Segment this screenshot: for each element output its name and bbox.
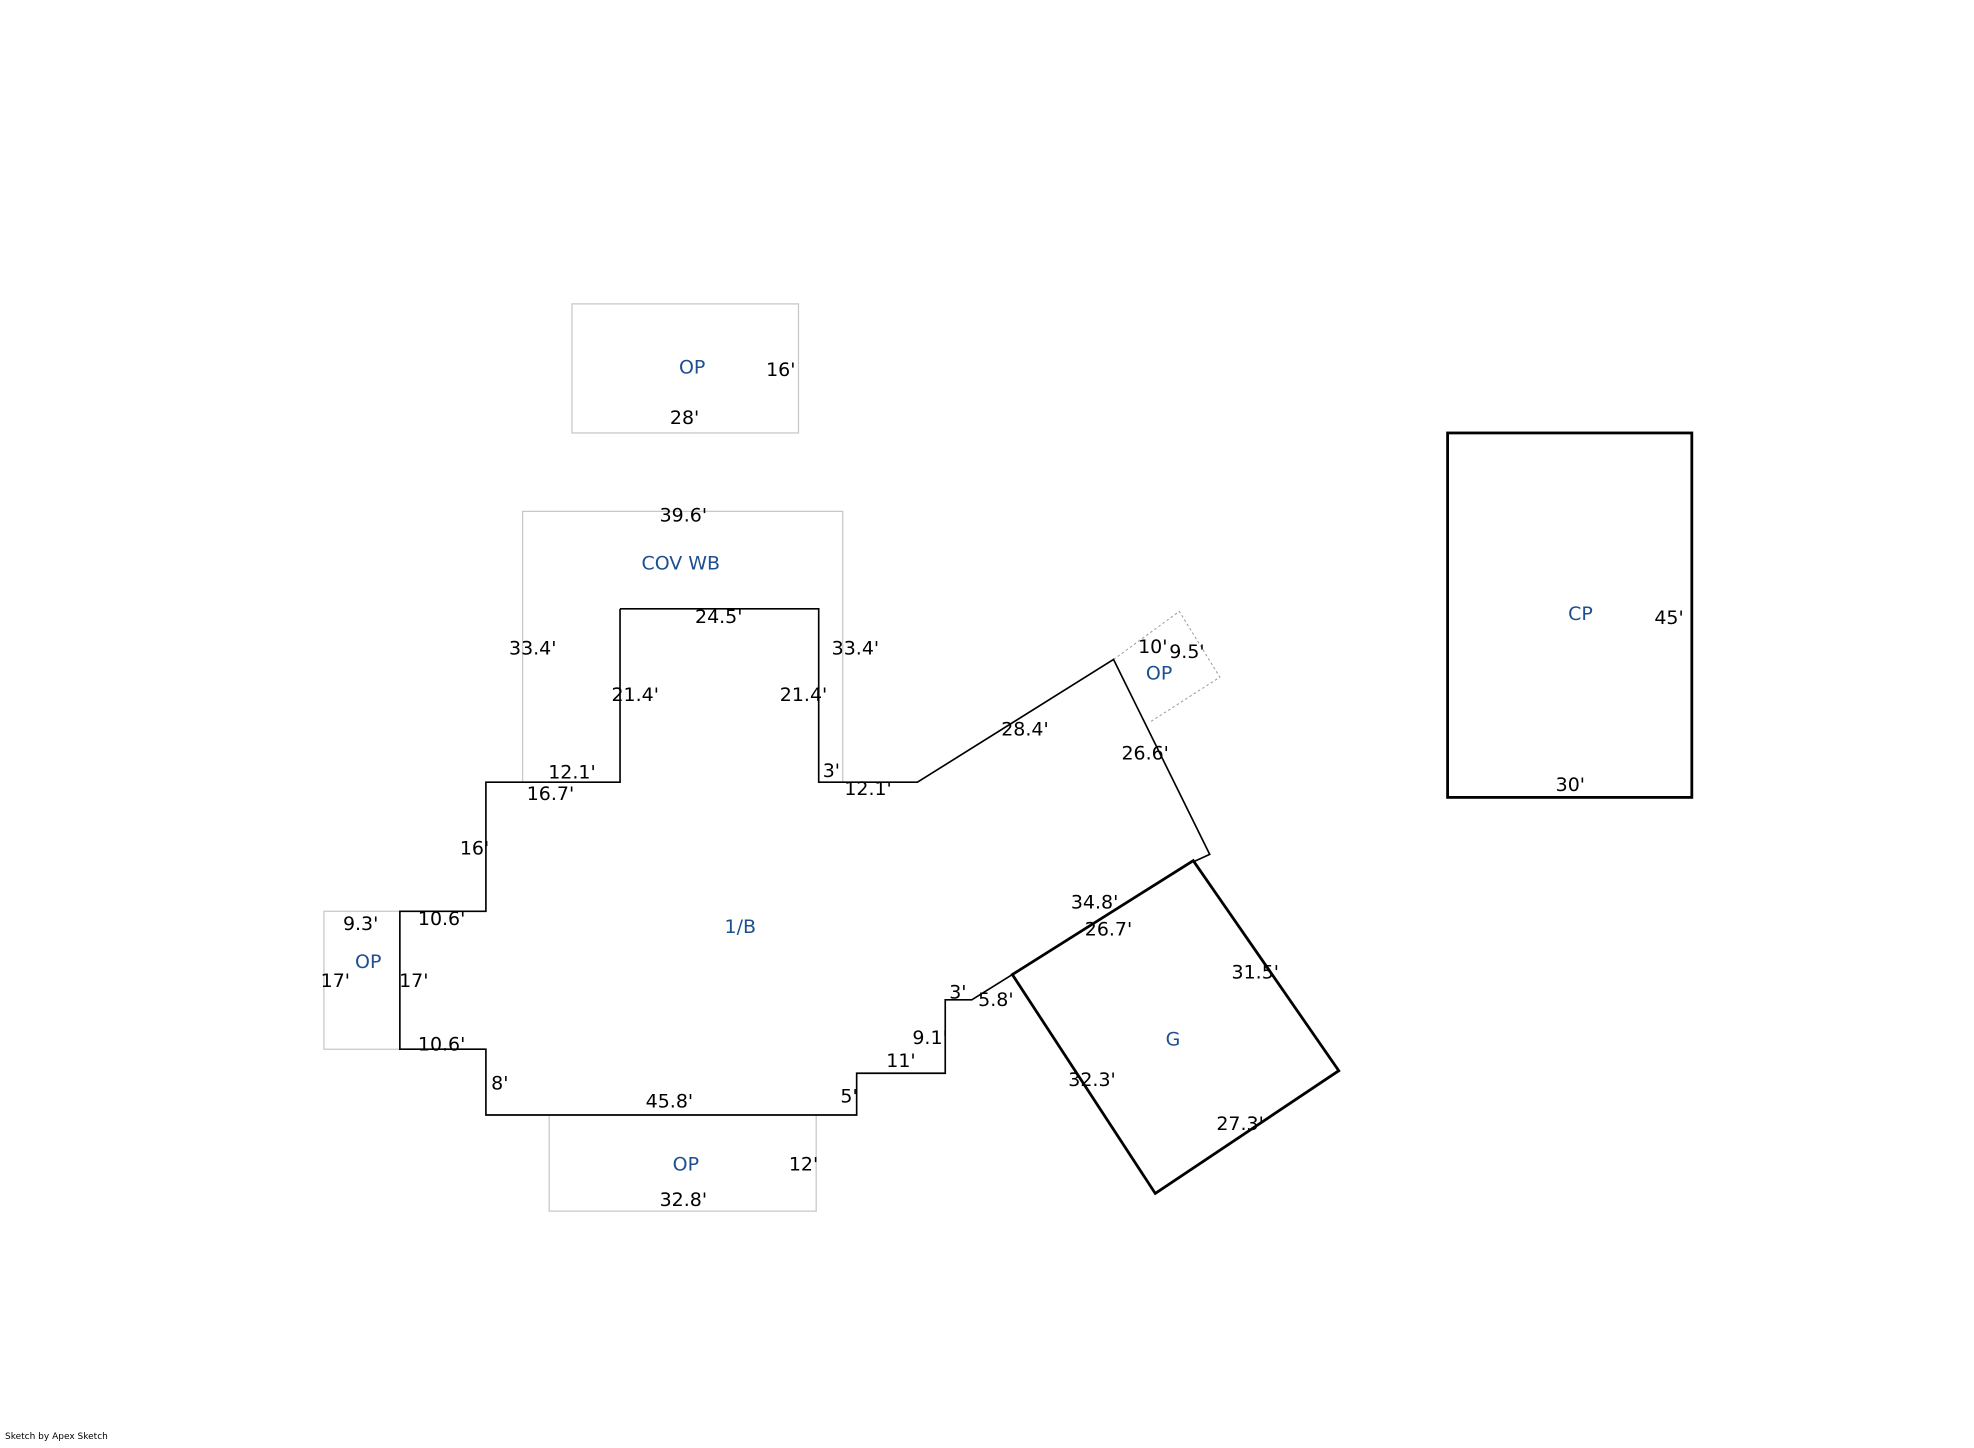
sketch-credit: Sketch by Apex Sketch — [5, 1432, 108, 1442]
dimension-label: 9.5' — [1169, 641, 1204, 663]
dimension-label: 16' — [766, 359, 795, 381]
main-living-area: 1/B 24.5' 21.4' 21.4' 3' 12.1' 28.4' 26.… — [399, 606, 1211, 1116]
dimension-label: 45.8' — [646, 1090, 693, 1112]
dimension-label: 10.6' — [418, 1033, 465, 1055]
dimension-label: 33.4' — [509, 637, 556, 659]
dimension-label: 32.3' — [1068, 1069, 1115, 1091]
carport-area: CP 45' 30' — [1446, 431, 1694, 799]
area-label: COV WB — [641, 553, 720, 575]
dimension-label: 5' — [840, 1085, 857, 1107]
area-label: G — [1166, 1028, 1181, 1050]
cov-wb-area: 39.6' COV WB 33.4' 33.4' — [509, 505, 879, 783]
op-top-area: OP 16' 28' — [571, 303, 800, 434]
dimension-label: 27.3' — [1216, 1113, 1263, 1135]
dimension-label: 3' — [823, 760, 840, 782]
dimension-label: 9.1' — [912, 1027, 947, 1049]
dimension-label: 28.4' — [1001, 718, 1048, 740]
dimension-label: 32.8' — [660, 1189, 707, 1211]
dimension-label: 30' — [1556, 774, 1585, 796]
dimension-label: 34.8' — [1071, 892, 1118, 914]
dimension-label: 17' — [399, 970, 428, 992]
dimension-label: 3' — [949, 982, 966, 1004]
dimension-label: 17' — [321, 970, 350, 992]
op-left-area: 9.3' OP 17' — [321, 910, 400, 1050]
dimension-label: 5.8' — [978, 989, 1013, 1011]
dimension-label: 8' — [491, 1073, 508, 1095]
dimension-label: 11' — [886, 1050, 915, 1072]
area-label: OP — [679, 356, 705, 378]
dimension-label: 16' — [460, 837, 489, 859]
dimension-label: 12.1' — [548, 761, 595, 783]
dimension-label: 24.5' — [695, 606, 742, 628]
dimension-label: 45' — [1654, 607, 1683, 629]
dimension-label: 10' — [1138, 636, 1167, 658]
area-label: 1/B — [725, 916, 756, 938]
dimension-label: 21.4' — [611, 684, 658, 706]
dimension-label: 31.5' — [1232, 961, 1279, 983]
dimension-label: 16.7' — [527, 783, 574, 805]
op-bottom-area: OP 12' 32.8' — [548, 1115, 818, 1212]
dimension-label: 28' — [670, 407, 699, 429]
dimension-label: 9.3' — [343, 913, 378, 935]
garage-area: G 26.7' 31.5' 32.3' 27.3' — [1010, 858, 1341, 1196]
dimension-label: 33.4' — [832, 637, 879, 659]
area-label: CP — [1568, 603, 1593, 625]
dimension-label: 26.7' — [1085, 918, 1132, 940]
dimension-label: 39.6' — [660, 505, 707, 527]
dimension-label: 12' — [789, 1154, 818, 1176]
dimension-label: 21.4' — [780, 684, 827, 706]
area-label: OP — [1146, 663, 1172, 685]
area-label: OP — [673, 1154, 699, 1176]
area-label: OP — [355, 951, 381, 973]
dimension-label: 26.6' — [1121, 742, 1168, 764]
dimension-label: 10.6' — [418, 908, 465, 930]
dimension-label: 12.1' — [844, 778, 891, 800]
op-right-area: 10' 9.5' OP — [1113, 610, 1221, 724]
